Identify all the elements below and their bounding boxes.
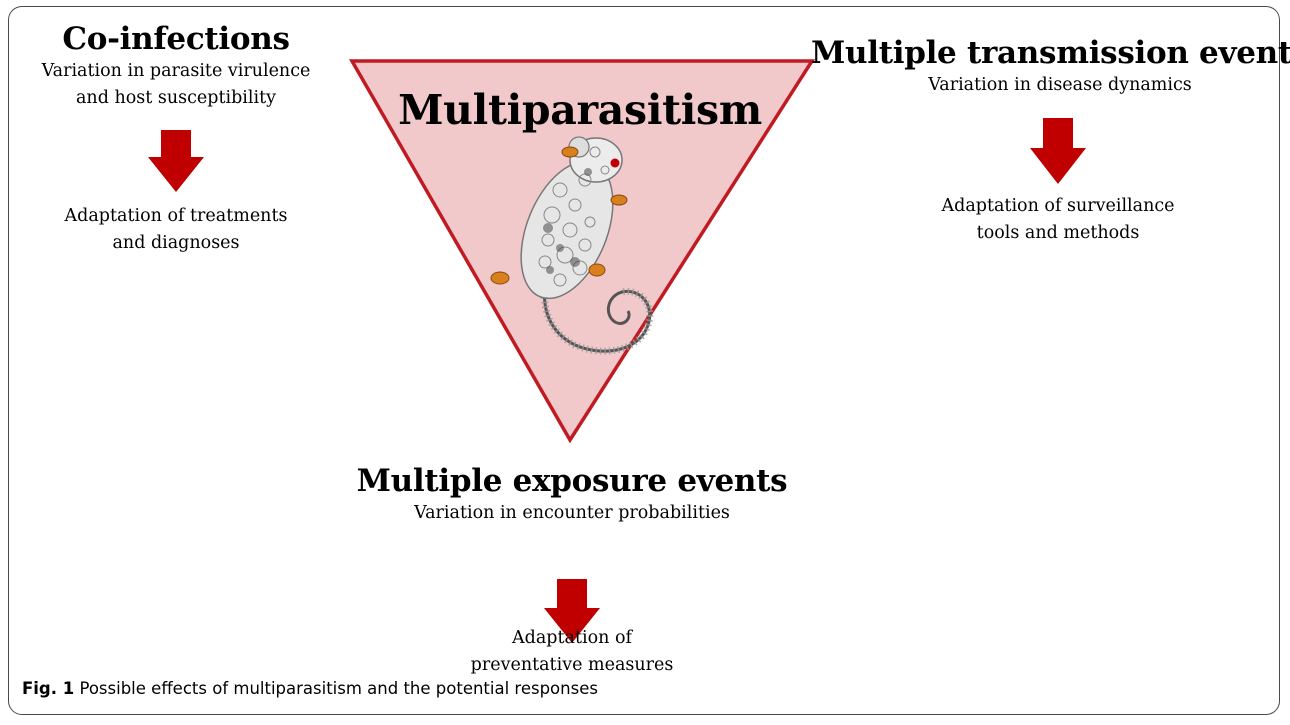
coinfections-effect-line: Variation in parasite virulence <box>41 61 311 81</box>
paw-bottom <box>588 263 606 277</box>
coinfections-section: Co-infections Variation in parasite viru… <box>26 20 326 112</box>
paw-left <box>490 271 510 285</box>
coinfections-effect-line: and host susceptibility <box>76 88 276 108</box>
center-title: Multiparasitism <box>395 86 765 134</box>
exposure-title: Multiple exposure events <box>356 463 788 499</box>
transmission-response-line: Adaptation of surveillance <box>941 196 1175 216</box>
rat-eye <box>610 158 620 168</box>
transmission-response-line: tools and methods <box>976 223 1140 243</box>
paw-right <box>610 194 628 206</box>
transmission-title: Multiple transmission events <box>810 35 1290 71</box>
exposure-response-line: Adaptation of <box>512 628 632 648</box>
coinfections-response-line: Adaptation of treatments <box>64 206 288 226</box>
rat-illustration <box>490 136 654 355</box>
exposure-response: Adaptation of preventative measures <box>422 625 722 679</box>
paw-top <box>561 146 579 158</box>
rat-tail-hatching <box>541 273 654 355</box>
exposure-effect-line: Variation in encounter probabilities <box>414 503 730 523</box>
center-title-text: Multiparasitism <box>398 86 762 134</box>
coinfections-response-line: and diagnoses <box>112 233 240 253</box>
figure-caption: Fig. 1 Possible effects of multiparasiti… <box>22 679 598 698</box>
transmission-effect-line: Variation in disease dynamics <box>928 75 1192 95</box>
transmission-section: Multiple transmission events Variation i… <box>810 34 1290 99</box>
rat-dark-patches <box>543 168 592 274</box>
exposure-response-line: preventative measures <box>470 655 674 675</box>
down-arrow-icon <box>1030 118 1086 184</box>
caption-label: Fig. 1 <box>22 679 75 698</box>
figure-frame <box>8 6 1280 715</box>
exposure-section: Multiple exposure events Variation in en… <box>322 462 822 527</box>
caption-text: Possible effects of multiparasitism and … <box>74 679 598 698</box>
rat-texture <box>538 146 610 287</box>
down-arrow-icon <box>544 579 600 643</box>
transmission-response: Adaptation of surveillance tools and met… <box>908 193 1208 247</box>
rat-paws <box>490 146 628 285</box>
down-arrow-icon <box>148 130 204 192</box>
coinfections-title: Co-infections <box>62 21 290 57</box>
coinfections-response: Adaptation of treatments and diagnoses <box>26 203 326 257</box>
